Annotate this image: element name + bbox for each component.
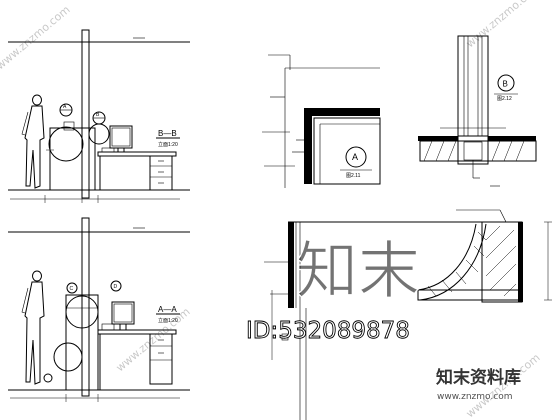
detail-bubble-sub: 图2.12 bbox=[497, 96, 512, 102]
scale-note: 立面1:20 bbox=[158, 141, 178, 148]
bulkhead-hatch bbox=[427, 231, 487, 297]
base-shoe-inner bbox=[463, 141, 483, 161]
callout-d-circle bbox=[110, 280, 122, 292]
detail-bubble-sub: 图2.11 bbox=[346, 173, 361, 179]
computer-monitor bbox=[101, 301, 135, 331]
profile-thick-horizontal bbox=[304, 108, 380, 116]
watermark-diagonal: www.znzmo.com bbox=[464, 0, 543, 50]
desk bbox=[97, 329, 177, 390]
top-elevation: A B B—B 立面1:20 bbox=[8, 29, 190, 203]
right-box-edge bbox=[518, 222, 523, 302]
watermark-diagonal: www.znzmo.com bbox=[114, 305, 193, 374]
desk bbox=[97, 151, 177, 191]
scale-note: 立面1:20 bbox=[158, 317, 178, 324]
section-label: A—A bbox=[158, 305, 177, 314]
callout-c-label: C bbox=[70, 286, 74, 292]
person-figure bbox=[21, 270, 45, 385]
detail-c-zone bbox=[65, 295, 99, 329]
box-hatch bbox=[485, 225, 517, 297]
column bbox=[81, 29, 90, 199]
detail-bubble-label: A bbox=[352, 152, 358, 162]
leader-line bbox=[499, 209, 507, 223]
section-label: B—B bbox=[158, 129, 177, 138]
watermark-brand: 知末资料库 bbox=[435, 367, 521, 388]
detail-b-zone bbox=[88, 123, 110, 145]
detail-d-zone bbox=[53, 342, 83, 372]
callout-c-circle bbox=[66, 282, 78, 294]
watermark-id: ID:532089878 bbox=[246, 318, 410, 344]
curved-bulkhead-outer bbox=[417, 223, 477, 291]
wall-thick bbox=[288, 222, 294, 308]
partition-panel bbox=[65, 294, 99, 391]
detail-b: B 图2.12 bbox=[418, 35, 537, 187]
floor-slab-right bbox=[488, 136, 536, 141]
bottom-elevation: C D A—A 立面1:20 bbox=[8, 217, 190, 402]
partition-panel bbox=[49, 127, 96, 191]
computer-monitor bbox=[101, 125, 133, 153]
person-figure bbox=[21, 94, 45, 189]
callout-b-label: B bbox=[96, 112, 100, 118]
watermark-big-text: 知末 bbox=[296, 234, 420, 307]
watermark-url: www.znzmo.com bbox=[437, 392, 512, 402]
bulkhead-bottom bbox=[417, 289, 523, 301]
detail-a: A 图2.11 bbox=[262, 54, 381, 188]
floor-slab-left bbox=[418, 136, 458, 141]
curved-bulkhead-inner bbox=[419, 223, 487, 301]
fixing-block bbox=[281, 333, 289, 341]
detail-bubble bbox=[345, 146, 367, 168]
detail-a-zone bbox=[48, 126, 84, 162]
post-outline bbox=[457, 35, 489, 137]
detail-bubble-label: B bbox=[503, 80, 508, 89]
callout-a-label: A bbox=[63, 104, 67, 110]
detail-bubble bbox=[497, 74, 515, 92]
panel-cap bbox=[63, 121, 75, 131]
watermark-diagonal: www.znzmo.com bbox=[0, 3, 73, 72]
callout-d-label: D bbox=[114, 284, 118, 290]
column bbox=[81, 217, 90, 397]
profile-thick-vertical bbox=[304, 108, 312, 184]
inner-panel bbox=[313, 117, 381, 185]
floor-hatch bbox=[423, 140, 525, 162]
level-marker bbox=[43, 373, 53, 383]
detail-c bbox=[264, 209, 552, 420]
floor-base bbox=[419, 140, 537, 162]
